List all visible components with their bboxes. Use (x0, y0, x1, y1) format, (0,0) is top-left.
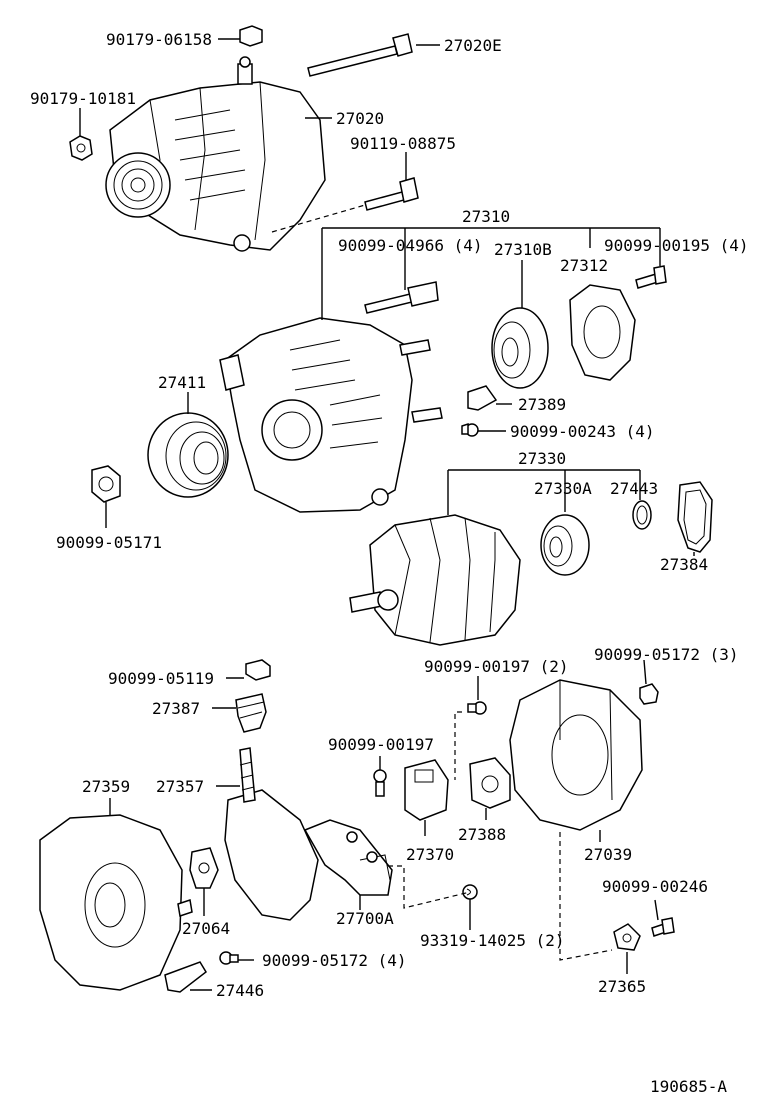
label-27020E: 27020E (444, 36, 502, 55)
label-90099-05171: 90099-05171 (56, 533, 162, 552)
label-27357: 27357 (156, 777, 204, 796)
label-90099-05172-3: 90099-05172 (3) (594, 645, 739, 664)
bearing-27330A-shape (540, 514, 590, 576)
retainer-27389-shape (467, 385, 498, 411)
rectifier-end-frame-27359-shape (39, 814, 193, 991)
clip-93319-14025-shape (462, 884, 478, 900)
label-90099-00243: 90099-00243 (4) (510, 422, 655, 441)
alternator-assembly-illustration (105, 56, 326, 252)
nut-90099-05119-shape (245, 659, 271, 681)
plate-27312-shape (569, 284, 636, 381)
label-27310: 27310 (462, 207, 510, 226)
label-93319-14025: 93319-14025 (2) (420, 931, 565, 950)
label-90099-05172-4: 90099-05172 (4) (262, 951, 407, 970)
label-27310B: 27310B (494, 240, 552, 259)
label-27365: 27365 (598, 977, 646, 996)
drive-end-frame-illustration (219, 317, 443, 513)
label-27312: 27312 (560, 256, 608, 275)
label-27039: 27039 (584, 845, 632, 864)
label-90099-04966: 90099-04966 (4) (338, 236, 483, 255)
rotor-27330-illustration (349, 514, 521, 646)
label-27443: 27443 (610, 479, 658, 498)
label-27389: 27389 (518, 395, 566, 414)
bolt-90119-08875-shape (364, 177, 419, 211)
insulator-27064-shape (189, 847, 219, 889)
label-27388: 27388 (458, 825, 506, 844)
label-90099-00197: 90099-00197 (328, 735, 434, 754)
nut-90179-10181-shape (69, 135, 93, 161)
label-27700A: 27700A (336, 909, 394, 928)
rear-end-cover-27039-shape (509, 679, 643, 831)
cover-27384-shape (677, 481, 713, 553)
label-27370: 27370 (406, 845, 454, 864)
drawing-id: 190685-A (650, 1077, 727, 1096)
bolt-27020E-shape (307, 33, 413, 77)
voltage-regulator-27700A-shape (303, 819, 393, 896)
label-90099-00195: 90099-00195 (4) (604, 236, 749, 255)
rectifier-holder-27357-shape (224, 747, 319, 921)
label-27384: 27384 (660, 555, 708, 574)
plate-27446-shape (164, 961, 207, 993)
label-27359: 27359 (82, 777, 130, 796)
label-27064: 27064 (182, 919, 230, 938)
label-90099-00197-2: 90099-00197 (2) (424, 657, 569, 676)
label-90099-00246: 90099-00246 (602, 877, 708, 896)
brush-holder-27370-shape (404, 759, 449, 821)
screw-90099-00243-shape (461, 422, 479, 437)
screw-90099-00197-shape (373, 769, 387, 797)
bearing-27310B-shape (491, 307, 549, 389)
label-27020: 27020 (336, 109, 384, 128)
dashed-alignment-lines (271, 204, 613, 961)
label-27330: 27330 (518, 449, 566, 468)
label-90119-08875: 90119-08875 (350, 134, 456, 153)
washer-27443-shape (632, 500, 652, 530)
stud-90099-04966-shape (364, 281, 439, 314)
leader-lines (79, 38, 695, 991)
label-90099-05119: 90099-05119 (108, 669, 214, 688)
label-27411: 27411 (158, 373, 206, 392)
screw-90099-00246-shape (651, 917, 675, 937)
insulator-27387-shape (235, 693, 267, 733)
terminal-27365-shape (613, 923, 641, 951)
screw-90099-00197-2-shape (467, 701, 487, 715)
part-labels: 90179-06158 27020E 90179-10181 27020 901… (30, 30, 749, 1096)
label-27387: 27387 (152, 699, 200, 718)
nut-90099-05171-shape (91, 465, 121, 503)
pulley-27411-shape (147, 412, 229, 498)
label-90179-06158: 90179-06158 (106, 30, 212, 49)
label-27446: 27446 (216, 981, 264, 1000)
screw-90099-00195-shape (635, 265, 667, 289)
label-90179-10181: 90179-10181 (30, 89, 136, 108)
screw-90099-05172-4-shape (219, 951, 239, 965)
nut-90099-05172-3-shape (639, 683, 659, 705)
cover-27388-shape (469, 757, 511, 809)
nut-90179-06158-shape (239, 25, 263, 47)
label-27330A: 27330A (534, 479, 592, 498)
